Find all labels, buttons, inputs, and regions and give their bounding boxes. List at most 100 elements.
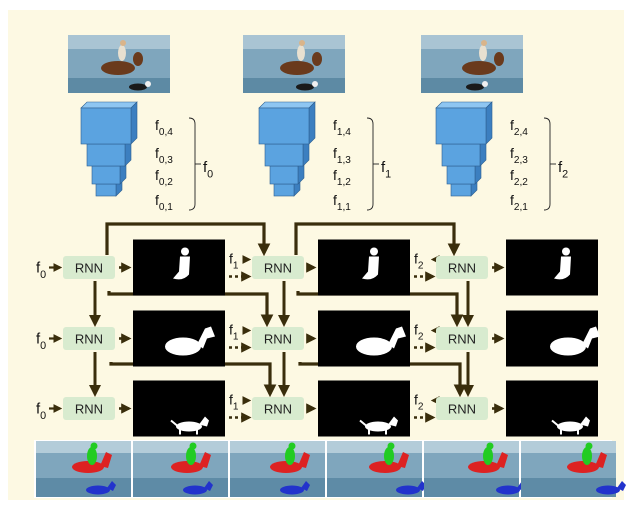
overlay-frame xyxy=(36,441,131,497)
feature-pyramid: f1,4f1,3f1,2f1,1f1 xyxy=(258,101,391,213)
pyramid-level xyxy=(91,165,121,185)
dog-shape xyxy=(296,83,314,91)
pyramid-level xyxy=(450,183,472,197)
mask-rider xyxy=(318,239,410,296)
mask-dog xyxy=(318,380,410,437)
rnn-label: RNN xyxy=(448,332,476,347)
dog-overlay xyxy=(496,485,520,495)
recurrence-arrows xyxy=(49,222,505,423)
feature-input-label: f1 xyxy=(229,392,239,413)
pyramid-level xyxy=(86,143,126,167)
pyramid-level-label: f0,3 xyxy=(155,145,173,166)
feature-input-label: f1 xyxy=(229,322,239,343)
rnn-box xyxy=(436,256,488,279)
feature-input-label: f2 xyxy=(414,392,424,413)
feature-pyramid: f0,4 f0,3f0,2 f0,1 f0 xyxy=(80,101,213,213)
mask-rider xyxy=(506,239,598,296)
rnn-cell: RNN xyxy=(63,327,115,350)
input-frame-photo xyxy=(421,35,523,93)
overlay-frame xyxy=(230,441,325,497)
rnn-box xyxy=(63,327,115,350)
pyramid-level-label: f1,2 xyxy=(333,167,351,188)
rider-overlay xyxy=(285,447,295,465)
overlay-frame xyxy=(327,441,426,497)
horse-overlay xyxy=(369,461,401,473)
rnn-label: RNN xyxy=(448,261,476,276)
rider-overlay xyxy=(483,447,493,465)
rnn-box xyxy=(252,256,304,279)
pyramid-level-label: f0,1 xyxy=(155,192,173,213)
mask-rider xyxy=(133,239,225,296)
rnn-box xyxy=(63,397,115,420)
overlay-frame xyxy=(521,441,626,497)
pyramid-level xyxy=(273,183,295,197)
horse-shape xyxy=(280,61,314,75)
horse-overlay xyxy=(171,461,203,473)
pyramid-level-label: f2,2 xyxy=(510,167,528,188)
feature-input-label: f2 xyxy=(414,322,424,343)
pyramid-level-label: f2,3 xyxy=(510,145,528,166)
rnn-cell: RNN xyxy=(63,256,115,279)
pyramid-level-label: f1,4 xyxy=(333,117,351,138)
rider-overlay xyxy=(582,447,592,465)
dog-overlay xyxy=(596,485,620,495)
dog-overlay xyxy=(280,485,304,495)
pyramid-level xyxy=(258,107,310,145)
rnn-cell: RNN xyxy=(252,256,304,279)
input-frame-photo xyxy=(243,35,345,93)
pyramid-level xyxy=(80,107,132,145)
rnn-label: RNN xyxy=(75,332,103,347)
pyramid-level xyxy=(264,143,304,167)
rnn-label: RNN xyxy=(264,332,292,347)
hidden-state-arrow xyxy=(105,222,271,257)
mask-horse xyxy=(133,310,225,367)
rnn-box xyxy=(252,327,304,350)
pyramid-feature-label: f1 xyxy=(381,159,391,180)
rnn-label: RNN xyxy=(264,261,292,276)
pyramid-level xyxy=(446,165,476,185)
row-input-label: f0 xyxy=(36,401,46,422)
horse-overlay xyxy=(270,461,302,473)
row-input-label: f0 xyxy=(36,260,46,281)
rnn-label: RNN xyxy=(448,402,476,417)
pyramid-level xyxy=(95,183,117,197)
rnn-cell: RNN xyxy=(436,327,488,350)
hidden-state-arrow xyxy=(294,222,461,257)
rider-shape xyxy=(479,45,487,61)
pyramid-level xyxy=(435,107,487,145)
feature-pyramids: f0,4f0,3f0,2f0,1f0f1,4f1,3f1,2f1,1f1f2,4… xyxy=(80,101,568,213)
mask-dog xyxy=(506,380,598,437)
horse-shape xyxy=(101,61,135,75)
feature-pyramid: f2,4f2,3f2,2f2,1f2 xyxy=(435,101,568,213)
rnn-label: RNN xyxy=(75,402,103,417)
pyramid-level-label: f2,4 xyxy=(510,117,528,138)
mask-horse xyxy=(318,310,410,367)
feature-input-label: f1 xyxy=(229,251,239,272)
rider-shape xyxy=(297,45,305,61)
dog-shape xyxy=(466,83,484,91)
mask-dog xyxy=(133,380,225,437)
rider-overlay xyxy=(384,447,394,465)
pyramid-feature-label: f0 xyxy=(203,159,213,180)
pyramid-level xyxy=(269,165,299,185)
input-frames xyxy=(68,35,523,93)
pyramid-level xyxy=(441,143,481,167)
rnn-cell: RNN xyxy=(436,256,488,279)
rider-overlay xyxy=(186,447,196,465)
rnn-label: RNN xyxy=(75,261,103,276)
horse-overlay xyxy=(567,461,599,473)
output-filmstrip xyxy=(34,440,626,498)
horse-overlay xyxy=(468,461,500,473)
pyramid-level-label: f0,4 xyxy=(155,117,173,138)
rnn-cell: RNN xyxy=(252,327,304,350)
pyramid-level-label: f0,2 xyxy=(155,167,173,188)
mask-horse xyxy=(506,310,600,367)
rider-shape xyxy=(118,45,126,61)
feature-input-label: f2 xyxy=(414,251,424,272)
dog-overlay xyxy=(183,485,207,495)
pyramid-level-label: f2,1 xyxy=(510,192,528,213)
rnn-label: RNN xyxy=(264,402,292,417)
horse-overlay xyxy=(72,461,104,473)
